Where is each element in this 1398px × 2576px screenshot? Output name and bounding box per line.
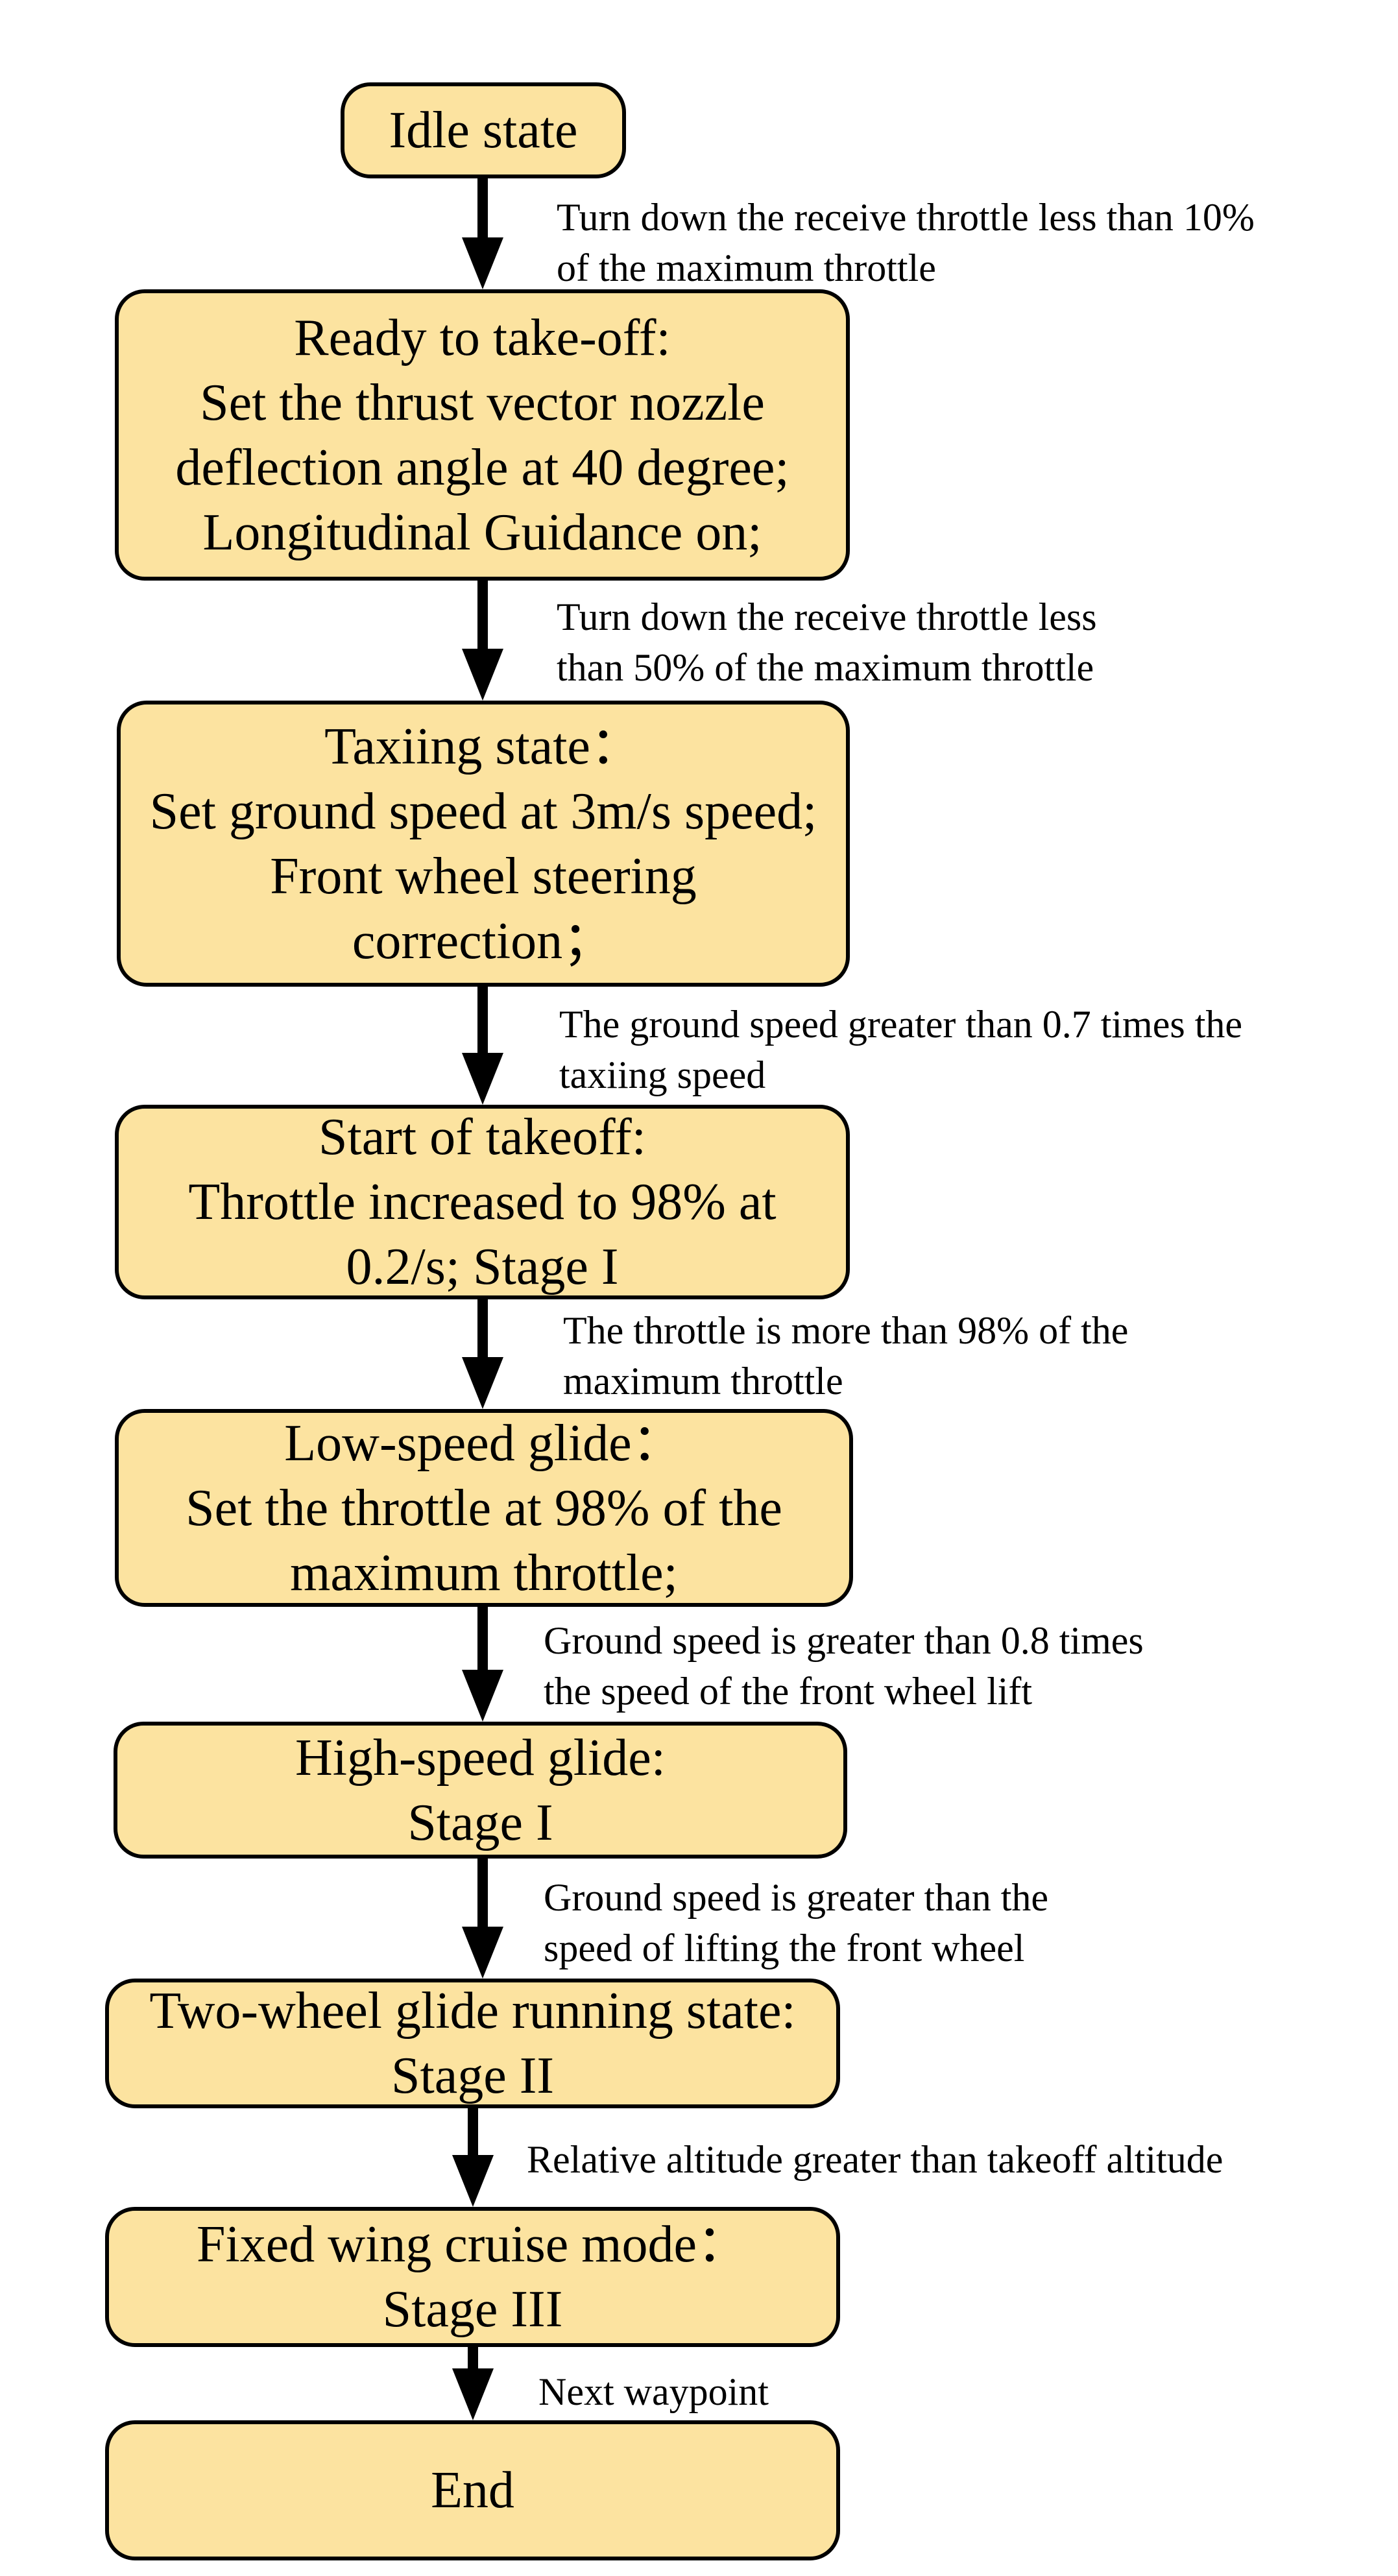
edge-label-line: of the maximum throttle <box>557 247 936 289</box>
down-arrow-head-icon <box>462 1927 503 1979</box>
node-end: End <box>105 2420 840 2560</box>
edge-label-line: than 50% of the maximum throttle <box>557 646 1094 689</box>
down-arrow-shaft-icon <box>477 579 488 649</box>
node-text-line: Throttle increased to 98% at <box>188 1174 777 1231</box>
node-text-line: deflection angle at 40 degree; <box>175 439 789 496</box>
node-text-line: Taxiing state： <box>324 717 642 775</box>
edge-label-line: Turn down the receive throttle less <box>557 596 1097 638</box>
down-arrow-shaft-icon <box>477 985 488 1053</box>
down-arrow-shaft-icon <box>477 1857 488 1927</box>
node-text-line: Two-wheel glide running state: <box>149 1982 796 2040</box>
node-text-line: Set the thrust vector nozzle <box>200 374 765 431</box>
down-arrow-shaft-icon <box>477 1605 488 1670</box>
edge-label: Turn down the receive throttle less than… <box>557 592 1097 693</box>
node-text-line: 0.2/s; Stage I <box>346 1238 619 1295</box>
edge-label-line: Relative altitude greater than takeoff a… <box>527 2138 1223 2181</box>
node-start-of-takeoff: Start of takeoff: Throttle increased to … <box>115 1105 850 1299</box>
edge-label-line: Ground speed is greater than the <box>544 1876 1049 1919</box>
down-arrow-head-icon <box>462 1053 503 1105</box>
node-text-line: Low-speed glide： <box>284 1414 684 1472</box>
edge-label-line: the speed of the front wheel lift <box>544 1670 1033 1713</box>
down-arrow-head-icon <box>462 1670 503 1722</box>
edge-label: The throttle is more than 98% of the max… <box>563 1305 1128 1406</box>
node-text-line: Longitudinal Guidance on; <box>202 503 762 561</box>
down-arrow-shaft-icon <box>468 2106 478 2155</box>
down-arrow-head-icon <box>452 2368 494 2420</box>
node-text-line: Set ground speed at 3m/s speed; <box>149 782 817 840</box>
node-text-line: Set the throttle at 98% of the <box>186 1479 782 1537</box>
node-low-speed-glide: Low-speed glide： Set the throttle at 98%… <box>115 1409 853 1607</box>
node-text-line: Stage I <box>407 1794 553 1851</box>
down-arrow-head-icon <box>452 2155 494 2207</box>
edge-label-line: Turn down the receive throttle less than… <box>557 196 1255 239</box>
node-taxiing-state: Taxiing state： Set ground speed at 3m/s … <box>117 701 850 987</box>
down-arrow-shaft-icon <box>477 176 488 237</box>
edge-label: Next waypoint <box>538 2366 769 2417</box>
node-fixed-wing-cruise: Fixed wing cruise mode： Stage III <box>105 2207 840 2347</box>
node-idle-state: Idle state <box>341 82 626 178</box>
edge-label: Ground speed is greater than 0.8 times t… <box>544 1615 1144 1716</box>
edge-label-line: The throttle is more than 98% of the <box>563 1309 1129 1352</box>
edge-label: Ground speed is greater than the speed o… <box>544 1872 1048 1973</box>
edge-label: The ground speed greater than 0.7 times … <box>559 999 1242 1100</box>
node-text-line: High-speed glide: <box>295 1729 666 1787</box>
node-text-line: Front wheel steering <box>270 847 697 905</box>
node-ready-to-take-off: Ready to take-off: Set the thrust vector… <box>115 289 850 581</box>
node-text-line: Fixed wing cruise mode： <box>197 2216 749 2273</box>
edge-label: Relative altitude greater than takeoff a… <box>527 2134 1223 2185</box>
edge-label-line: The ground speed greater than 0.7 times … <box>559 1003 1242 1046</box>
node-text-line: End <box>431 2462 514 2519</box>
node-text-line: Start of takeoff: <box>318 1109 647 1166</box>
edge-label-line: taxiing speed <box>559 1053 766 1096</box>
edge-label-line: speed of lifting the front wheel <box>544 1927 1025 1969</box>
edge-label-line: Next waypoint <box>538 2370 769 2413</box>
node-text-line: Stage III <box>382 2281 563 2338</box>
edge-label-line: maximum throttle <box>563 1360 843 1402</box>
node-text-line: correction； <box>352 912 615 970</box>
down-arrow-head-icon <box>462 1357 503 1409</box>
edge-label-line: Ground speed is greater than 0.8 times <box>544 1619 1144 1662</box>
edge-label: Turn down the receive throttle less than… <box>557 192 1255 293</box>
down-arrow-shaft-icon <box>477 1297 488 1357</box>
down-arrow-head-icon <box>462 237 503 289</box>
node-high-speed-glide: High-speed glide: Stage I <box>114 1722 847 1859</box>
node-two-wheel-glide: Two-wheel glide running state: Stage II <box>105 1979 840 2108</box>
node-text-line: Ready to take-off: <box>294 309 671 367</box>
node-text-line: Idle state <box>389 102 578 159</box>
node-text-line: Stage II <box>391 2047 554 2104</box>
node-text-line: maximum throttle; <box>290 1544 678 1602</box>
down-arrow-shaft-icon <box>468 2345 478 2368</box>
down-arrow-head-icon <box>462 649 503 701</box>
